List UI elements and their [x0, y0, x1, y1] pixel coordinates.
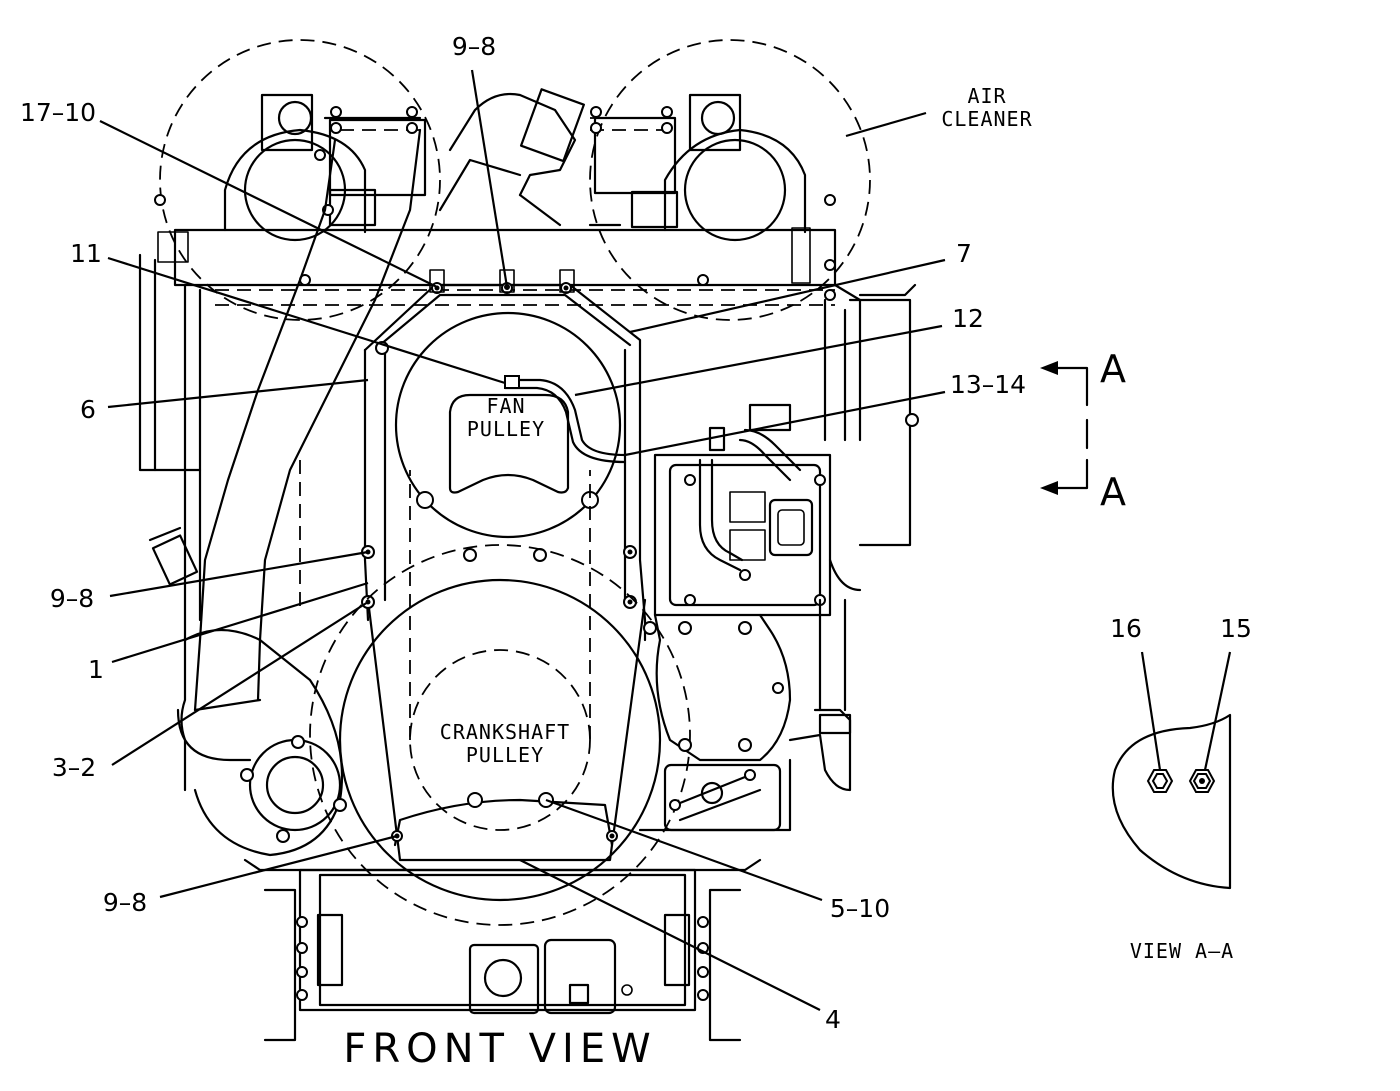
crankshaft-pulley-label-line2: PULLEY — [466, 743, 544, 767]
view-aa-title: VIEW A–A — [1130, 939, 1234, 963]
accessory-drive-housing — [638, 598, 852, 832]
callout-9-8-top: 9–8 — [452, 32, 496, 61]
callout-12: 12 — [952, 304, 984, 333]
callout-16: 16 — [1110, 614, 1142, 643]
callout-3-2: 3–2 — [52, 753, 96, 782]
leader-lines — [99, 69, 946, 1011]
air-cleaner-label-line1: AIR — [967, 84, 1006, 108]
coolant-pipe — [176, 128, 422, 762]
fan-pulley-label-line2: PULLEY — [467, 417, 545, 441]
callout-9-8-bottom: 9–8 — [103, 888, 147, 917]
section-label-bottom: A — [1100, 470, 1126, 514]
callout-5-10: 5–10 — [830, 894, 890, 923]
callout-15: 15 — [1220, 614, 1252, 643]
callout-labels: 9–8 17–10 11 6 9–8 1 3–2 9–8 4 5–10 7 12… — [20, 32, 1252, 1034]
callout-7: 7 — [956, 239, 972, 268]
front-view-title: FRONT VIEW — [343, 1026, 656, 1072]
callout-13-14: 13–14 — [950, 370, 1026, 399]
callout-17-10: 17–10 — [20, 98, 96, 127]
front-cover-guard — [361, 269, 647, 862]
fan-pulley — [394, 311, 657, 635]
crankshaft-pulley — [299, 460, 691, 926]
callout-4: 4 — [825, 1005, 841, 1034]
air-cleaners — [159, 39, 927, 321]
section-label-top: A — [1100, 347, 1126, 391]
view-aa-detail — [1111, 651, 1232, 890]
water-pump-housing — [148, 526, 347, 857]
oil-pan — [243, 858, 762, 1042]
turbochargers — [154, 93, 836, 242]
section-marker-a-a — [1040, 361, 1089, 495]
air-cleaner-label-line2: CLEANER — [941, 107, 1032, 131]
ecm-module — [653, 403, 862, 617]
fan-pulley-label-line1: FAN — [486, 394, 525, 418]
callout-9-8-left: 9–8 — [50, 584, 94, 613]
part-labels: AIR CLEANER FAN PULLEY CRANKSHAFT PULLEY… — [343, 84, 1234, 1072]
crankshaft-pulley-label-line1: CRANKSHAFT — [440, 720, 570, 744]
callout-11: 11 — [70, 239, 102, 268]
callout-1: 1 — [88, 655, 104, 684]
callout-6: 6 — [80, 395, 96, 424]
